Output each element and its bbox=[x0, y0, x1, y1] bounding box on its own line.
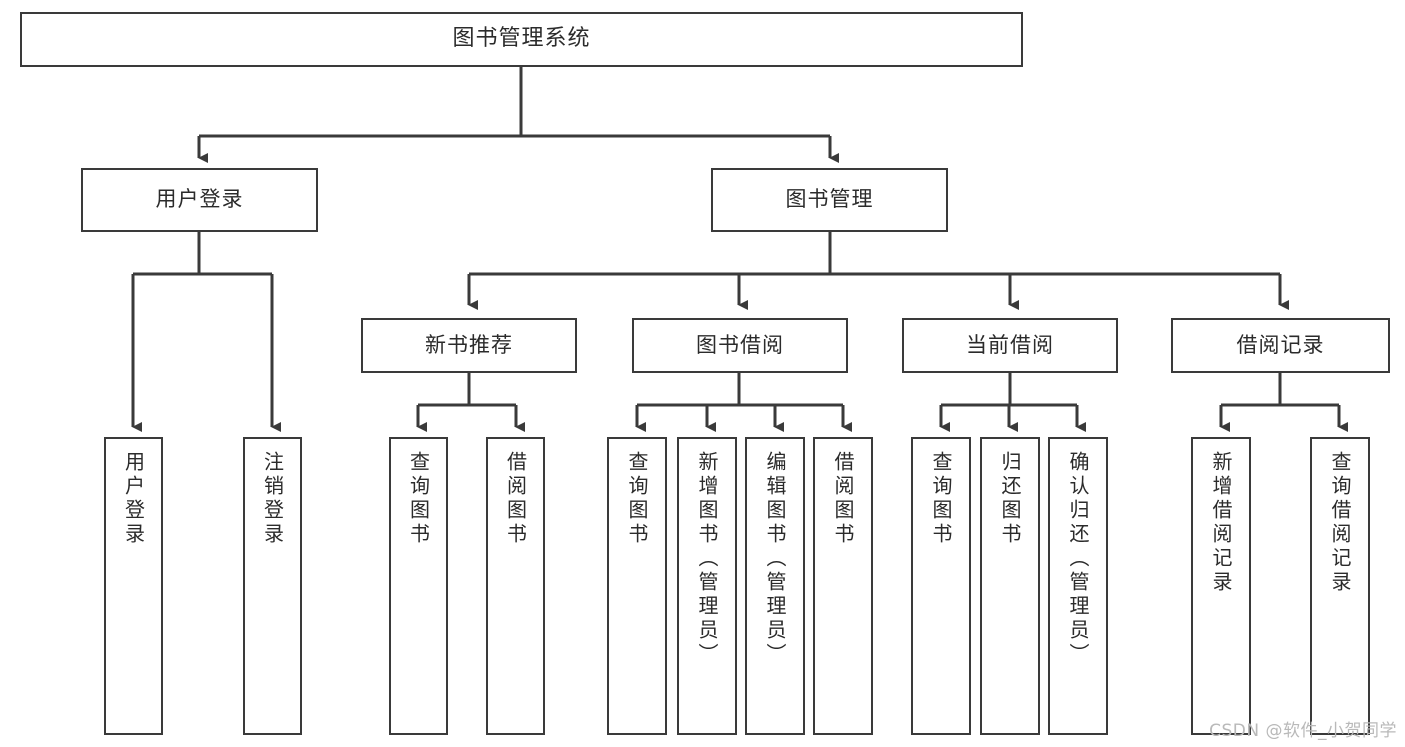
node-label: 借阅图书 bbox=[503, 451, 528, 547]
node-label: 编辑图书（管理员） bbox=[763, 451, 787, 667]
node-label: 确认归还（管理员） bbox=[1066, 451, 1090, 667]
node-book-borrow[interactable]: 图书借阅 bbox=[632, 318, 848, 373]
leaf-logout[interactable]: 注销登录 bbox=[243, 437, 302, 735]
leaf-bookborrow-add-book[interactable]: 新增图书（管理员） bbox=[677, 437, 737, 735]
node-book-management[interactable]: 图书管理 bbox=[711, 168, 948, 232]
node-user-login[interactable]: 用户登录 bbox=[81, 168, 318, 232]
leaf-bookborrow-query-book[interactable]: 查询图书 bbox=[607, 437, 667, 735]
node-label: 查询图书 bbox=[625, 451, 649, 547]
leaf-user-login[interactable]: 用户登录 bbox=[104, 437, 163, 735]
node-label: 用户登录 bbox=[121, 451, 146, 547]
node-label: 借阅记录 bbox=[1236, 332, 1325, 357]
node-borrow-record[interactable]: 借阅记录 bbox=[1171, 318, 1390, 373]
node-label: 新书推荐 bbox=[425, 332, 513, 357]
leaf-newbook-borrow-book[interactable]: 借阅图书 bbox=[486, 437, 545, 735]
leaf-borrowrecord-query-record[interactable]: 查询借阅记录 bbox=[1310, 437, 1370, 735]
node-label: 归还图书 bbox=[998, 451, 1022, 547]
watermark-text: CSDN @软件_小贺同学 bbox=[1209, 721, 1397, 741]
node-label: 注销登录 bbox=[260, 451, 285, 547]
leaf-borrowrecord-add-record[interactable]: 新增借阅记录 bbox=[1191, 437, 1251, 735]
node-label: 图书管理系统 bbox=[452, 26, 591, 52]
node-label: 图书管理 bbox=[785, 187, 874, 212]
leaf-currentborrow-confirm-return[interactable]: 确认归还（管理员） bbox=[1048, 437, 1108, 735]
node-new-book-recommend[interactable]: 新书推荐 bbox=[361, 318, 577, 373]
leaf-bookborrow-borrow-book[interactable]: 借阅图书 bbox=[813, 437, 873, 735]
leaf-newbook-query-book[interactable]: 查询图书 bbox=[389, 437, 448, 735]
leaf-currentborrow-return-book[interactable]: 归还图书 bbox=[980, 437, 1040, 735]
node-label: 查询图书 bbox=[929, 451, 953, 547]
node-current-borrow[interactable]: 当前借阅 bbox=[902, 318, 1118, 373]
node-root-system[interactable]: 图书管理系统 bbox=[20, 12, 1023, 67]
node-label: 新增借阅记录 bbox=[1209, 451, 1233, 595]
node-label: 借阅图书 bbox=[831, 451, 855, 547]
node-label: 用户登录 bbox=[155, 187, 244, 212]
node-label: 查询图书 bbox=[406, 451, 431, 547]
leaf-currentborrow-query-book[interactable]: 查询图书 bbox=[911, 437, 971, 735]
leaf-bookborrow-edit-book[interactable]: 编辑图书（管理员） bbox=[745, 437, 805, 735]
node-label: 新增图书（管理员） bbox=[695, 451, 719, 667]
node-label: 图书借阅 bbox=[696, 332, 784, 357]
node-label: 当前借阅 bbox=[966, 332, 1054, 357]
node-label: 查询借阅记录 bbox=[1328, 451, 1352, 595]
